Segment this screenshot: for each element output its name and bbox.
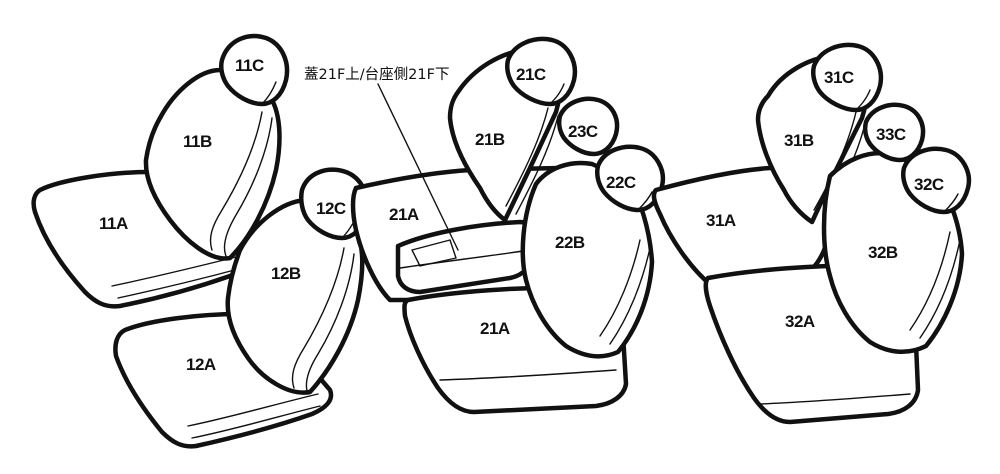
label-11c: 11C	[235, 56, 264, 75]
label-22b: 22B	[555, 233, 585, 252]
armrest-note: 蓋21F上/台座側21F下	[304, 66, 449, 83]
label-21a-seat: 21A	[480, 319, 510, 338]
bench-2nd-row	[350, 36, 666, 415]
head-21c	[505, 36, 578, 107]
head-31c	[811, 42, 884, 113]
label-32c: 32C	[914, 175, 944, 194]
label-31a: 31A	[706, 211, 736, 230]
label-12b: 12B	[271, 264, 301, 283]
bench-3rd-row	[651, 42, 972, 425]
label-31b: 31B	[784, 131, 814, 150]
label-32b: 32B	[868, 243, 898, 262]
head-11c	[219, 33, 290, 107]
label-21b: 21B	[475, 130, 505, 149]
head-22c	[595, 144, 666, 213]
label-12c: 12C	[316, 199, 346, 218]
label-33c: 33C	[876, 125, 906, 144]
label-31c: 31C	[824, 68, 854, 87]
head-23c	[556, 96, 620, 157]
note-pointer-line	[377, 83, 459, 251]
label-11a: 11A	[99, 214, 128, 233]
label-23c: 23C	[568, 122, 598, 141]
label-12a: 12A	[186, 355, 216, 374]
label-21c: 21C	[516, 65, 546, 84]
seat-1	[31, 33, 290, 309]
label-21a-back: 21A	[389, 205, 419, 224]
label-11b: 11B	[183, 132, 212, 151]
label-32a: 32A	[785, 312, 815, 331]
head-32c	[901, 146, 972, 215]
label-22c: 22C	[606, 173, 636, 192]
